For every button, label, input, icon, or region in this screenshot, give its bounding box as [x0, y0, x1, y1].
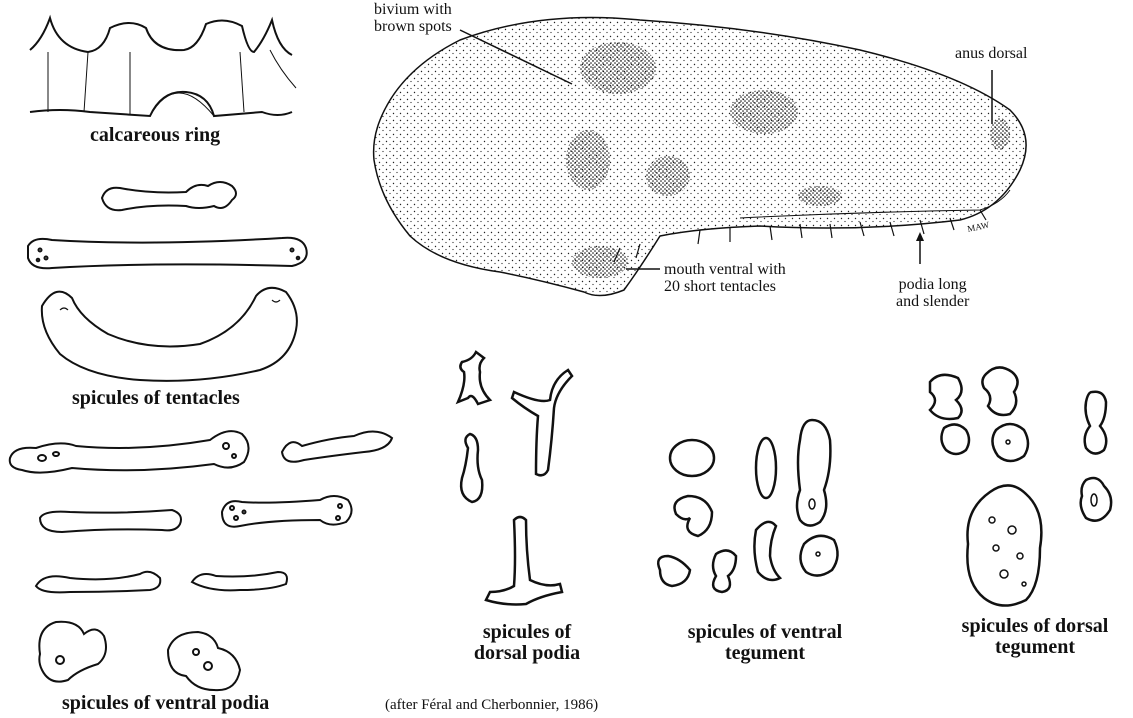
podia-annotation-line-1: podia long: [896, 277, 969, 294]
ventral-podia-spicules-drawing: [10, 431, 392, 690]
anus-annotation: anus dorsal: [955, 46, 1027, 63]
dorsal-tegument-spicules-drawing: [930, 367, 1111, 605]
podia-annotation: podia long and slender: [896, 277, 969, 311]
caption-ventral-podia-spicules: spicules of ventral podia: [62, 693, 269, 714]
mouth-annotation: mouth ventral with 20 short tentacles: [664, 262, 786, 296]
ventral-tegument-spicules-drawing: [658, 420, 837, 592]
sea-cucumber-drawing: MAW: [374, 18, 1026, 296]
caption-calcareous-ring: calcareous ring: [90, 125, 220, 146]
calcareous-ring-drawing: [30, 18, 296, 116]
caption-ventral-tegument-line-2: tegument: [660, 643, 870, 664]
mouth-annotation-line-1: mouth ventral with: [664, 262, 786, 279]
bivium-annotation: bivium with brown spots: [374, 2, 452, 36]
source-credit: (after Féral and Cherbonnier, 1986): [385, 698, 598, 714]
caption-dorsal-tegument-line-2: tegument: [935, 637, 1133, 658]
caption-dorsal-tegument-line-1: spicules of dorsal: [935, 616, 1133, 637]
caption-ventral-tegument-spicules: spicules of ventral tegument: [660, 622, 870, 664]
caption-dorsal-podia-line-2: dorsal podia: [452, 643, 602, 664]
artist-signature: MAW: [966, 219, 990, 234]
caption-tentacle-spicules: spicules of tentacles: [72, 388, 240, 409]
caption-dorsal-tegument-spicules: spicules of dorsal tegument: [935, 616, 1133, 658]
caption-ventral-tegument-line-1: spicules of ventral: [660, 622, 870, 643]
dorsal-podia-spicules-drawing: [458, 352, 572, 605]
podia-annotation-line-2: and slender: [896, 294, 969, 311]
caption-dorsal-podia-line-1: spicules of: [452, 622, 602, 643]
tentacle-spicules-drawing: [28, 182, 307, 381]
mouth-annotation-line-2: 20 short tentacles: [664, 279, 786, 296]
podia-arrowhead: [916, 232, 924, 241]
bivium-annotation-line-1: bivium with: [374, 2, 452, 19]
bivium-annotation-line-2: brown spots: [374, 19, 452, 36]
caption-dorsal-podia-spicules: spicules of dorsal podia: [452, 622, 602, 664]
